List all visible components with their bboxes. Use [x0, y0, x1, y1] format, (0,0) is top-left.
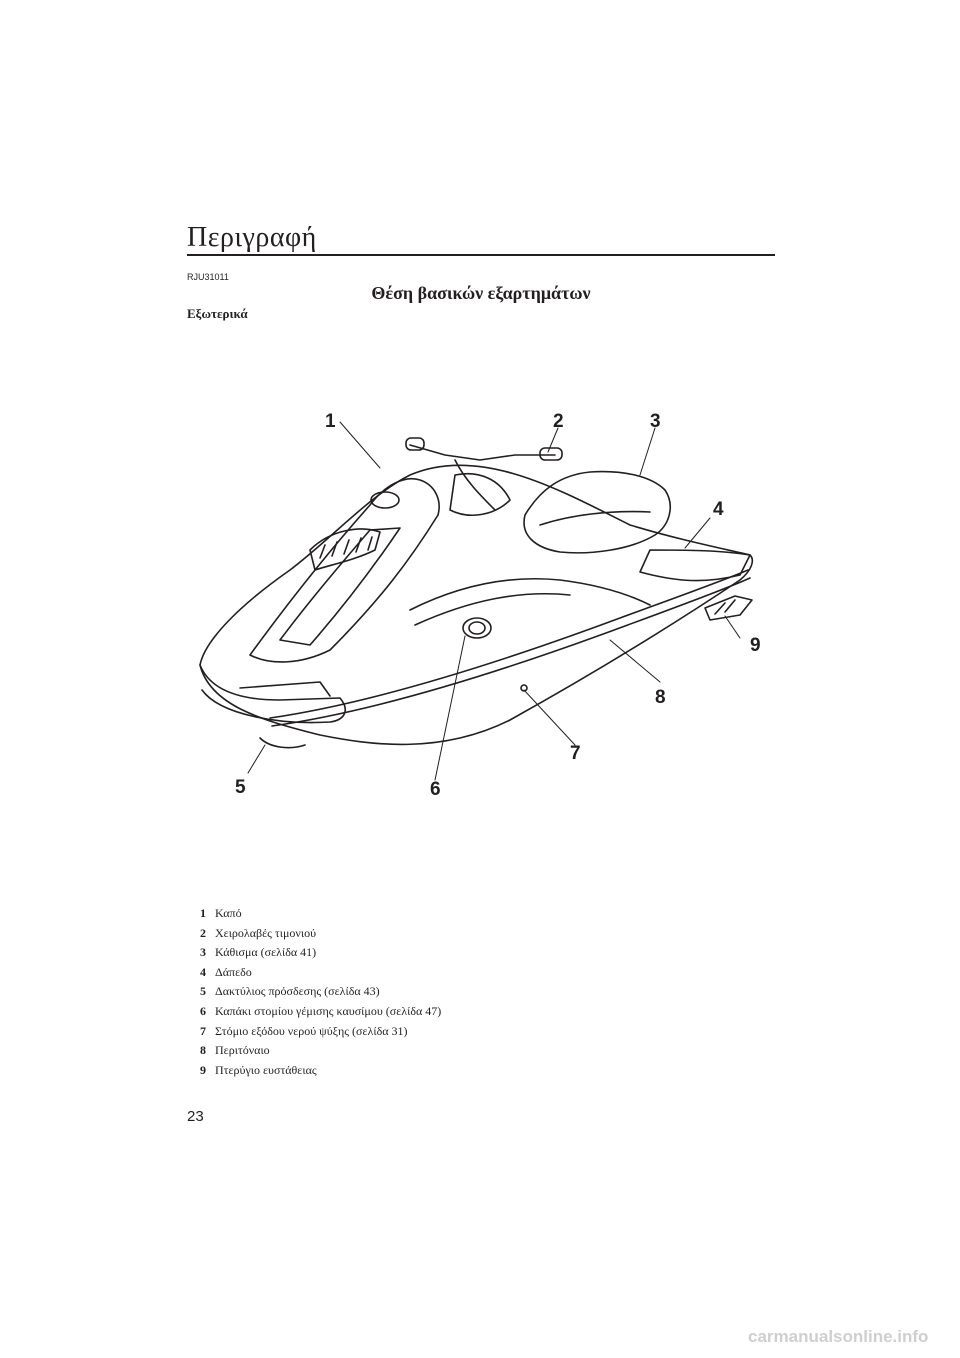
callout-7: 7: [570, 743, 581, 764]
tow-ring: [259, 737, 306, 749]
callout-6: 6: [430, 779, 441, 800]
callout-9: 9: [750, 635, 761, 656]
gunwale-line: [269, 569, 749, 719]
title-rule: [187, 254, 775, 256]
callout-3: 3: [650, 411, 661, 432]
cooling-outlet: [520, 684, 528, 692]
callout-4: 4: [713, 499, 724, 520]
section-title: Περιγραφή: [187, 222, 317, 253]
callout-8: 8: [655, 687, 666, 708]
callout-5: 5: [235, 777, 246, 798]
watermark: carmanualsonline.info: [748, 1327, 929, 1346]
sponson: [704, 595, 753, 621]
subheading: Εξωτερικά: [187, 306, 248, 321]
bow: [199, 664, 346, 724]
reference-code: RJU31011: [187, 272, 229, 282]
handlebars: [409, 444, 556, 461]
seat: [523, 470, 671, 554]
page-title: Θέση βασικών εξαρτημάτων: [371, 283, 591, 303]
callout-1: 1: [325, 411, 336, 432]
callout-2: 2: [553, 411, 564, 432]
deck: [639, 549, 751, 582]
hood: [249, 478, 440, 663]
watercraft-illustration: 1 2 3 4 5 6 7 8 9: [199, 411, 761, 800]
fuel-cap: [462, 617, 492, 639]
page-number: 23: [187, 1108, 204, 1125]
